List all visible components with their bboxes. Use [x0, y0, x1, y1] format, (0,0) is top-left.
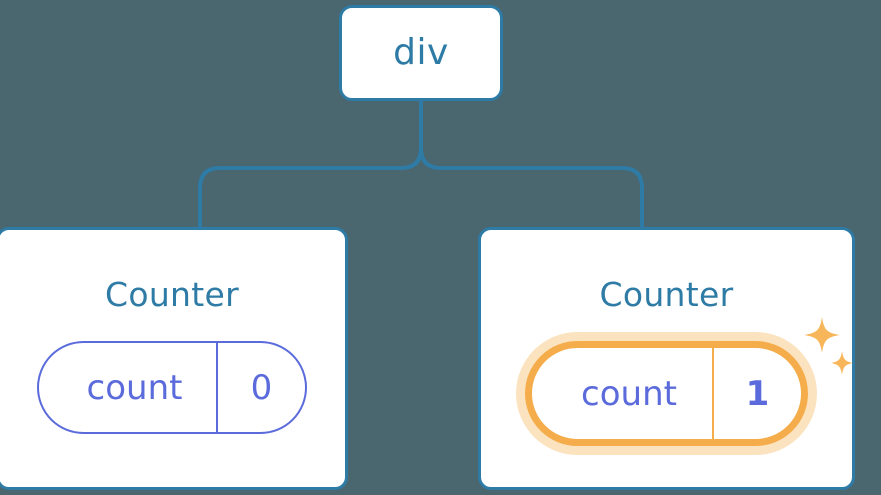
- state-pill-highlighted[interactable]: count 1: [525, 341, 808, 446]
- sparkle-group: [804, 317, 853, 375]
- state-pill-wrapper: count 1: [525, 317, 853, 446]
- connector-arm-right: [419, 146, 644, 229]
- state-value: 1: [712, 348, 801, 439]
- root-node-label: div: [393, 32, 449, 73]
- state-key: count: [581, 373, 677, 414]
- state-key: count: [86, 367, 183, 408]
- node-content: Counter count 1: [481, 230, 853, 487]
- connector-arm-left: [198, 146, 423, 229]
- tree-node-counter-right[interactable]: Counter count 1: [478, 227, 855, 490]
- component-title: Counter: [599, 275, 734, 314]
- state-pill[interactable]: count 0: [37, 341, 307, 434]
- node-content: Counter count 0: [0, 230, 345, 487]
- tree-node-root-div[interactable]: div: [339, 5, 503, 101]
- sparkle-four-point-icon: [804, 317, 840, 353]
- state-pill-wrapper: count 0: [37, 341, 307, 434]
- tree-node-counter-left[interactable]: Counter count 0: [0, 227, 348, 490]
- sparkle-four-point-small-icon: [831, 351, 853, 375]
- component-title: Counter: [105, 275, 239, 314]
- state-value: 0: [216, 343, 305, 432]
